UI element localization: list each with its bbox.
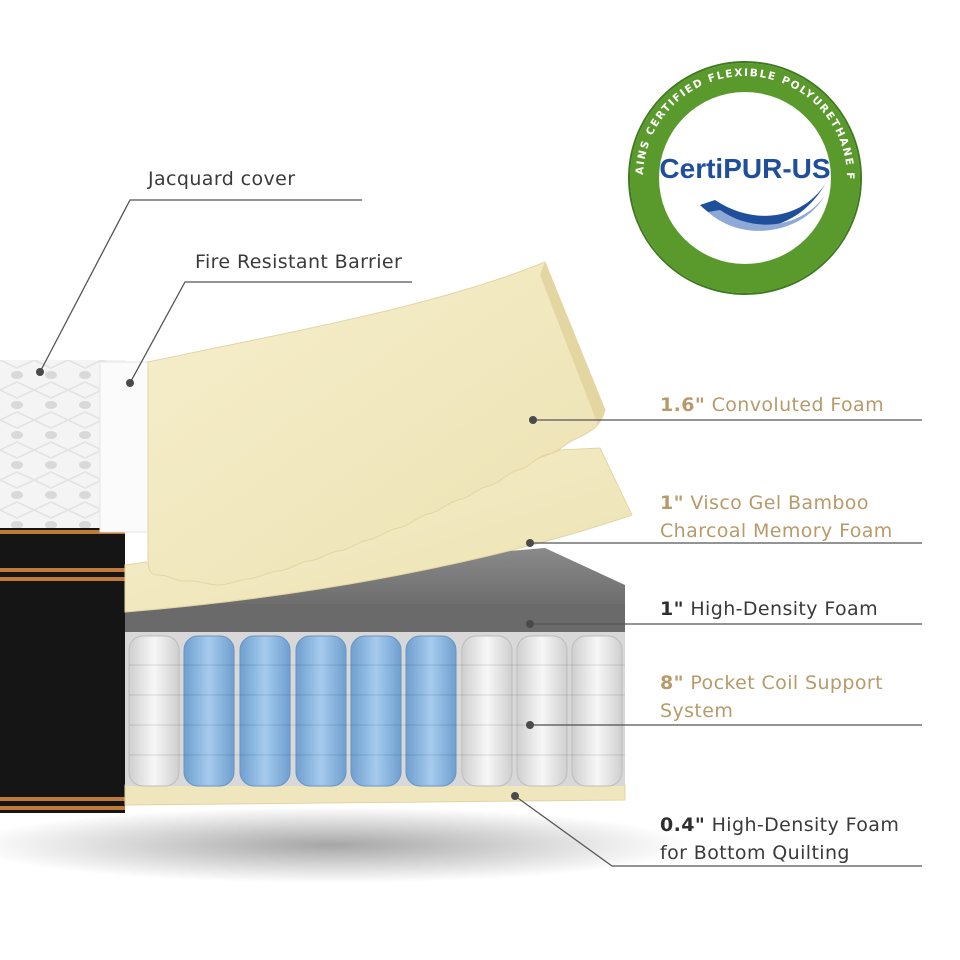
label-thickness: 1": [660, 492, 684, 514]
copper-band: [0, 568, 125, 572]
certipur-badge: CONTAINS CERTIFIED FLEXIBLE POLYURETHANE…: [0, 0, 862, 328]
gray-foam-layer: [125, 548, 625, 632]
pocket-coil-blue: [183, 635, 235, 787]
label-text: High-Density Foam: [705, 814, 900, 836]
pocket-coil-white: [516, 635, 568, 787]
label-fire-resistant-barrier: Fire Resistant Barrier: [195, 248, 402, 276]
copper-band: [0, 797, 125, 801]
copper-band: [0, 530, 125, 534]
leader-fire-barrier: [129, 281, 412, 384]
label-text-line2: System: [660, 700, 734, 722]
label-thickness: 0.4": [660, 814, 706, 836]
leader-dots: [36, 368, 537, 800]
copper-band: [0, 577, 125, 581]
convoluted-foam-layer: [147, 261, 606, 586]
leader-lines: [39, 199, 922, 867]
pocket-coils: [128, 635, 625, 787]
pocket-coil-blue: [239, 635, 291, 787]
pocket-coil-blue: [350, 635, 402, 787]
leader-jacquard: [39, 199, 362, 373]
floor-shadow: [0, 807, 690, 883]
label-pocket-coil: 8" Pocket Coil Support System: [660, 669, 883, 725]
badge-ring-text-bottom: WWW.CERTIPUR.US: [681, 290, 809, 328]
label-bottom-foam: 0.4" High-Density Foam for Bottom Quilti…: [660, 811, 899, 867]
label-convoluted-foam: 1.6" Convoluted Foam: [660, 391, 884, 419]
mattress-side-panel: [0, 528, 125, 813]
leader-bottom: [514, 795, 922, 867]
label-jacquard-cover: Jacquard cover: [148, 165, 295, 193]
label-text-line2: Charcoal Memory Foam: [660, 520, 893, 542]
pocket-coil-white: [571, 635, 623, 787]
pocket-coil-white: [128, 635, 180, 787]
label-text: Convoluted Foam: [705, 394, 885, 416]
pocket-coil-blue: [295, 635, 347, 787]
badge-swoosh: [700, 175, 830, 228]
pocket-coil-white: [461, 635, 513, 787]
label-thickness: 1.6": [660, 394, 706, 416]
label-visco-foam: 1" Visco Gel Bamboo Charcoal Memory Foam: [660, 489, 893, 545]
badge-swoosh-light: [708, 195, 825, 231]
bottom-foam-layer: [124, 784, 626, 806]
label-text: Fire Resistant Barrier: [195, 251, 403, 273]
label-text: Jacquard cover: [148, 168, 296, 190]
label-text: Visco Gel Bamboo: [683, 492, 869, 514]
convoluted-foam-edge: [540, 262, 605, 425]
pocket-coil-blue: [405, 635, 457, 787]
label-text: High-Density Foam: [683, 598, 878, 620]
label-high-density-foam: 1" High-Density Foam: [660, 595, 878, 623]
copper-band: [0, 806, 125, 810]
badge-brand-text: CertiPUR-US: [659, 153, 830, 184]
label-thickness: 1": [660, 598, 684, 620]
label-text: Pocket Coil Support: [683, 672, 883, 694]
label-thickness: 8": [660, 672, 684, 694]
label-text-line2: for Bottom Quilting: [660, 842, 850, 864]
